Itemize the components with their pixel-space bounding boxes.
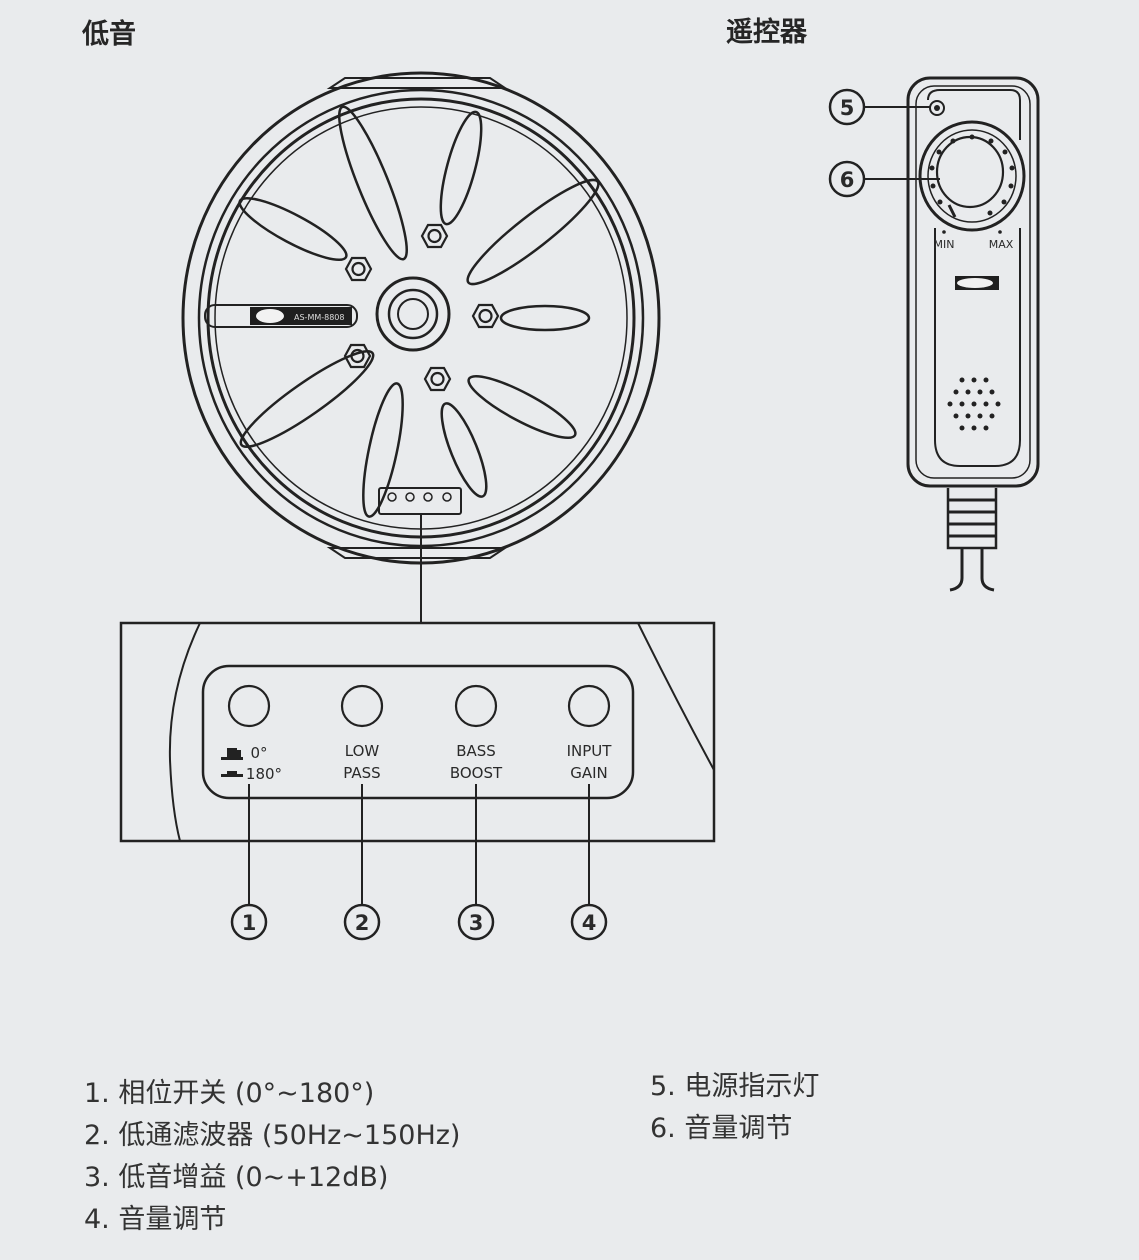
input-gain-label-line1: INPUT xyxy=(567,742,613,760)
subwoofer-heading: 低音 xyxy=(82,19,136,50)
legend-item-1: 1. 相位开关 (0°~180°) xyxy=(84,1078,375,1109)
subwoofer-drawing xyxy=(181,71,661,623)
product-diagram: AS-MM-8808 0° 180° LOW PASS BASS BOOST I… xyxy=(119,71,1040,941)
callout-5: 5 xyxy=(840,96,855,120)
callout-2: 2 xyxy=(355,911,370,935)
legend-right: 5. 电源指示灯 6. 音量调节 xyxy=(650,1066,819,1150)
input-gain-label-line2: GAIN xyxy=(570,764,608,782)
legend-item-4: 4. 音量调节 xyxy=(84,1204,227,1235)
model-label: AS-MM-8808 xyxy=(294,313,345,322)
low-pass-label-line1: LOW xyxy=(345,742,380,760)
grille-bolts xyxy=(343,223,500,392)
callout-3: 3 xyxy=(469,911,484,935)
phase-label-0: 0° xyxy=(250,744,267,762)
remote-callout-numbers: 5 6 xyxy=(840,96,855,192)
model-plate xyxy=(204,304,358,328)
control-panel-zoom xyxy=(119,621,716,941)
callout-4: 4 xyxy=(582,911,597,935)
legend-left: 1. 相位开关 (0°~180°) 2. 低通滤波器 (50Hz~150Hz) … xyxy=(84,1073,460,1241)
legend-item-5: 5. 电源指示灯 xyxy=(650,1071,820,1102)
dial-min-label: MIN xyxy=(934,238,955,251)
legend-item-2: 2. 低通滤波器 (50Hz~150Hz) xyxy=(84,1120,461,1151)
dial-dots xyxy=(929,134,1015,216)
bass-boost-label-line1: BASS xyxy=(456,742,496,760)
callout-6: 6 xyxy=(840,168,855,192)
phase-label-180: 180° xyxy=(246,765,282,783)
legend-item-6: 6. 音量调节 xyxy=(650,1113,793,1144)
remote-heading: 遥控器 xyxy=(726,17,807,48)
bass-boost-label-line2: BOOST xyxy=(450,764,503,782)
grille-spokes xyxy=(238,105,600,518)
callout-1: 1 xyxy=(242,911,257,935)
remote-speaker-holes xyxy=(947,377,1001,431)
legend-item-3: 3. 低音增益 (0~+12dB) xyxy=(84,1162,389,1193)
control-labels: 0° 180° LOW PASS BASS BOOST INPUT GAIN xyxy=(246,742,612,783)
remote-drawing xyxy=(828,76,1040,592)
control-callout-numbers: 1 2 3 4 xyxy=(242,911,597,935)
low-pass-label-line2: PASS xyxy=(343,764,380,782)
dial-max-label: MAX xyxy=(989,238,1014,251)
